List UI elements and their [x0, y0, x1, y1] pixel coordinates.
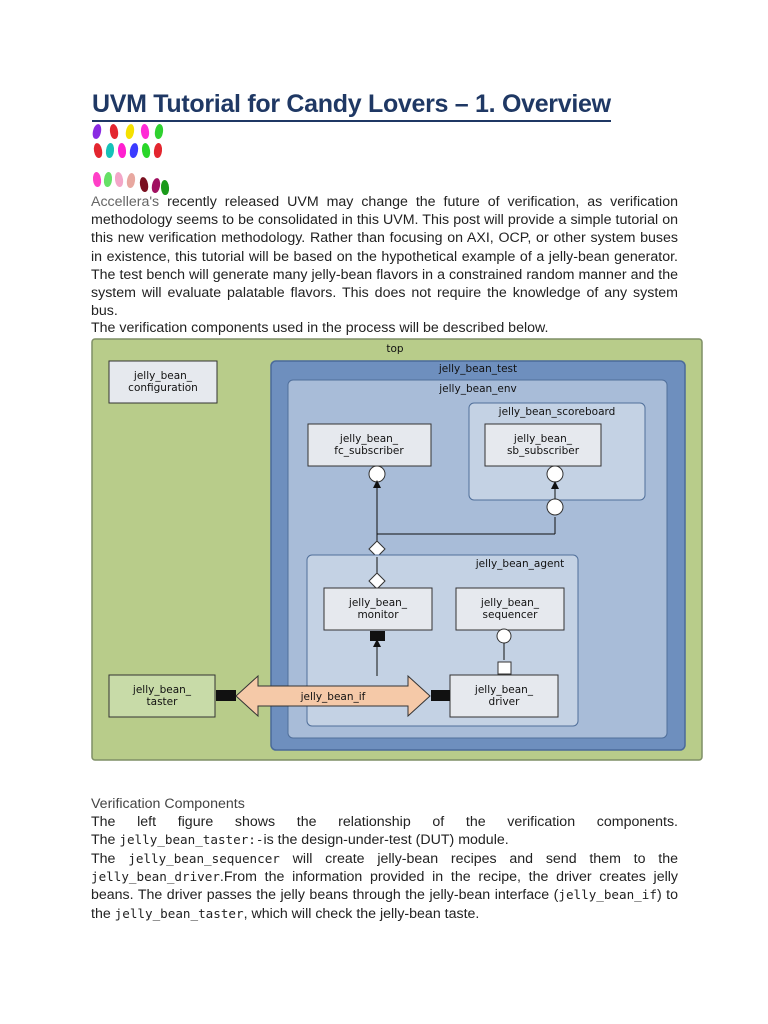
monitor-vif-port [370, 631, 385, 641]
jelly-bean-icon [103, 171, 113, 188]
sequencer-label-2: sequencer [483, 609, 539, 621]
driver-label-1: jelly_bean_ [474, 684, 534, 696]
monitor-label-2: monitor [357, 609, 399, 621]
section-p3-code-if: jelly_bean_if [558, 887, 657, 903]
jelly-bean-icon [92, 171, 102, 188]
monitor-box [323, 587, 433, 631]
sequencer-export-port [496, 628, 512, 644]
driver-label-2: driver [489, 696, 521, 708]
jelly-bean-icon [153, 142, 163, 159]
interface-arrow [235, 674, 431, 718]
driver-box [449, 674, 559, 718]
agent-label: jelly_bean_agent [475, 558, 564, 570]
section-p3-code-taster: jelly_bean_taster [114, 905, 244, 921]
section-p2-post: is the design-under-test (DUT) module. [263, 832, 509, 848]
intro-first-word: Accellera's [91, 194, 160, 210]
jelly-bean-icon [117, 142, 127, 159]
jelly-bean-icon [128, 142, 140, 159]
sb-subscriber-box [484, 423, 602, 467]
section-p2-code: jelly_bean_taster:- [119, 832, 264, 847]
jelly-bean-icon [105, 142, 115, 159]
jelly-bean-illustration [90, 122, 180, 196]
jelly-bean-icon [113, 171, 125, 188]
section-p3-code-sequencer: jelly_bean_sequencer [128, 851, 280, 866]
sequencer-box [455, 587, 565, 631]
section-p1-text: The left figure shows the relationship o… [91, 814, 678, 830]
uvm-architecture-diagram: top jelly_bean_ configuration jelly_bean… [91, 338, 703, 761]
configuration-box [108, 360, 218, 404]
section-paragraph-1: The left figure shows the relationship o… [91, 813, 678, 831]
intro-second-paragraph: The verification components used in the … [91, 320, 549, 336]
jelly-bean-icon [92, 142, 104, 159]
section-p3-text-4: ) to the [91, 887, 679, 922]
section-heading: Verification Components [91, 796, 245, 812]
intro-paragraph: Accellera's recently released UVM may ch… [91, 193, 678, 320]
page-title: UVM Tutorial for Candy Lovers – 1. Overv… [92, 90, 611, 122]
test-label: jelly_bean_test [438, 363, 517, 375]
jelly-bean-icon [140, 142, 152, 159]
jelly-bean-icon [140, 123, 150, 140]
jelly-bean-icon [108, 123, 120, 140]
scoreboard-export-port [546, 498, 564, 516]
jelly-bean-icon [138, 176, 150, 193]
section-p3-text-5: , which will check the jelly-bean taste. [243, 905, 480, 922]
jelly-bean-icon [91, 123, 103, 140]
driver-vif-port [431, 690, 450, 701]
configuration-label-1: jelly_bean_ [133, 370, 193, 382]
top-label: top [386, 343, 404, 355]
section-p3-text-1: The [91, 851, 129, 867]
jelly-bean-icon [124, 123, 136, 140]
jelly-bean-icon [125, 172, 137, 189]
intro-text: recently released UVM may change the fut… [91, 194, 678, 320]
sb-subscriber-label-2: sb_subscriber [507, 445, 580, 457]
taster-label-2: taster [147, 696, 179, 708]
sequencer-label-1: jelly_bean_ [480, 597, 540, 609]
section-p2-pre: The [91, 832, 120, 848]
section-paragraph-3: The jelly_bean_sequencer will create jel… [91, 850, 678, 923]
jelly-bean-icon [153, 123, 165, 140]
driver-seq-item-port [497, 661, 512, 675]
taster-port [216, 690, 236, 701]
env-label: jelly_bean_env [438, 383, 516, 395]
scoreboard-label: jelly_bean_scoreboard [498, 406, 616, 418]
taster-label-1: jelly_bean_ [132, 684, 192, 696]
monitor-label-1: jelly_bean_ [348, 597, 408, 609]
fc-subscriber-box [307, 423, 432, 467]
configuration-label-2: configuration [128, 382, 198, 394]
jelly-bean-icon [150, 177, 162, 194]
section-p3-text-2: will create jelly-bean recipes and send … [279, 851, 679, 867]
section-p3-code-driver: jelly_bean_driver [91, 869, 220, 885]
fc-subscriber-label-1: jelly_bean_ [339, 433, 399, 445]
sb-subscriber-label-1: jelly_bean_ [513, 433, 573, 445]
section-p3-text-3: .From the information provided in the re… [91, 869, 678, 904]
taster-box [108, 674, 216, 718]
fc-subscriber-label-2: fc_subscriber [334, 445, 404, 457]
section-paragraph-2: The jelly_bean_taster:-is the design-und… [91, 831, 678, 849]
fc-subscriber-export-port [368, 465, 386, 483]
sb-subscriber-export-port [546, 465, 564, 483]
interface-label: jelly_bean_if [300, 691, 366, 703]
